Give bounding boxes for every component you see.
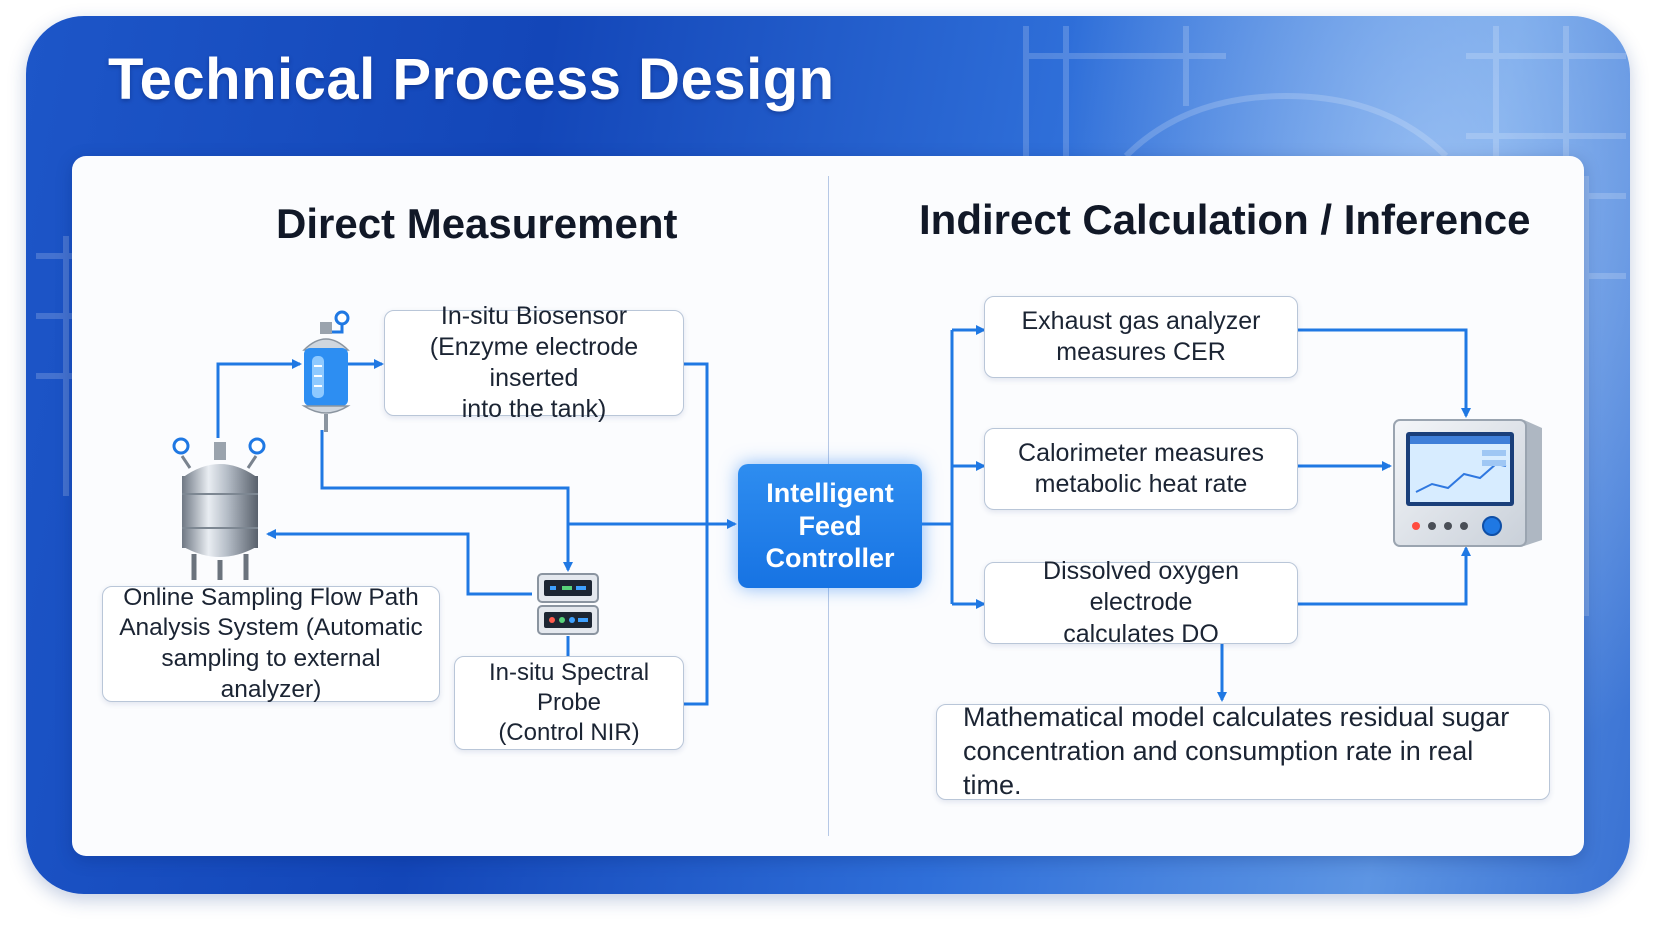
controller-label: Intelligent Feed Controller (765, 477, 895, 574)
dissolved-oxygen-label: Dissolved oxygen electrode calculates DO (1043, 557, 1239, 648)
calorimeter-label: Calorimeter measures metabolic heat rate (1018, 438, 1264, 498)
direct-measurement-title: Direct Measurement (276, 200, 678, 247)
page-title: Technical Process Design (108, 47, 835, 112)
biosensor-label: In-situ Biosensor (Enzyme electrode inse… (429, 301, 639, 424)
analyzer-module-icon (537, 573, 599, 635)
sampling-system-box[interactable]: Online Sampling Flow Path Analysis Syste… (102, 584, 440, 703)
intelligent-feed-controller[interactable]: Intelligent Feed Controller (738, 464, 922, 588)
control-panel-icon (1393, 419, 1542, 547)
math-model-label: Mathematical model calculates residual s… (963, 702, 1510, 800)
math-model-box[interactable]: Mathematical model calculates residual s… (936, 702, 1550, 800)
biosensor-box[interactable]: In-situ Biosensor (Enzyme electrode inse… (384, 302, 684, 423)
spectral-probe-box[interactable]: In-situ Spectral Probe (Control NIR) (454, 656, 684, 750)
sampling-system-label: Online Sampling Flow Path Analysis Syste… (119, 583, 423, 703)
spectral-probe-label: In-situ Spectral Probe (Control NIR) (488, 659, 650, 746)
indirect-calculation-title: Indirect Calculation / Inference (919, 196, 1531, 243)
bioreactor-tank-icon (172, 437, 266, 580)
exhaust-gas-box[interactable]: Exhaust gas analyzer measures CER (984, 296, 1298, 378)
calorimeter-box[interactable]: Calorimeter measures metabolic heat rate (984, 428, 1298, 510)
biosensor-vessel-icon (301, 310, 351, 432)
exhaust-gas-label: Exhaust gas analyzer measures CER (1021, 306, 1261, 366)
dissolved-oxygen-box[interactable]: Dissolved oxygen electrode calculates DO (984, 557, 1298, 648)
